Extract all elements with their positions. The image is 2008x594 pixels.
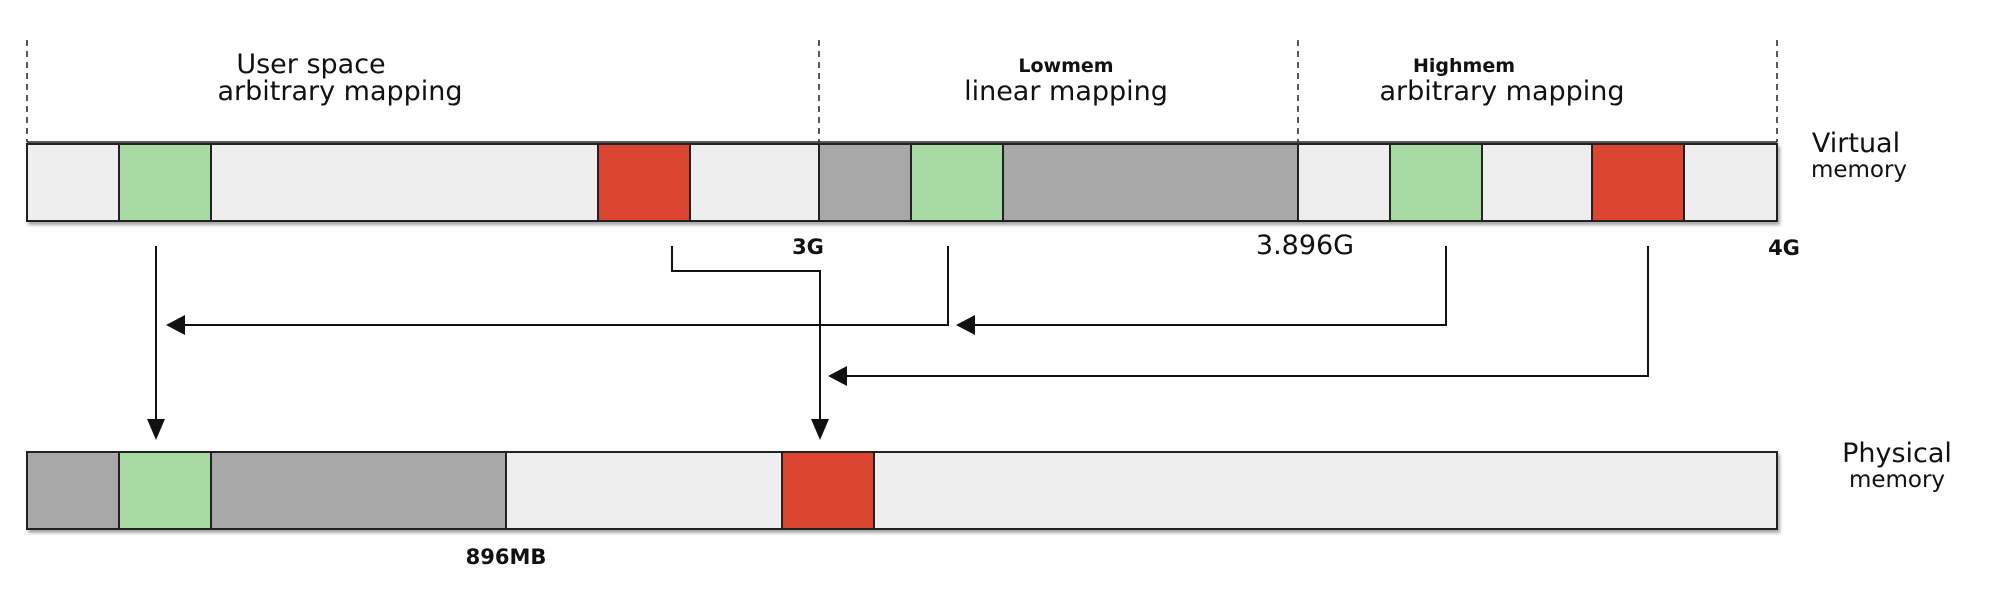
virtual-user-segment-light-1 [26,143,120,222]
physical-segment-light-2 [873,451,1778,530]
virtual-highmem-segment-light-1 [1297,143,1391,222]
tick-896mb: 896MB [466,545,547,569]
virtual-highmem-page-green [1389,143,1483,222]
connector-lowmem-green [185,246,949,326]
arrowhead-down-icon [147,419,165,440]
virtual-user-segment-light-3 [689,143,820,222]
virtual-memory-bar [26,143,1778,222]
tick-4g: 4G [1768,236,1800,260]
physical-segment-gray-1 [26,451,120,530]
virtual-user-segment-light-2 [210,143,599,222]
arrowhead-left-icon [828,366,847,386]
virtual-highmem-segment-light-3 [1683,143,1778,222]
physical-memory-label-line1: Physical [1842,438,1952,469]
virtual-lowmem-segment-gray-1 [818,143,912,222]
connector-highmem-green [975,246,1447,326]
mapping-connectors [147,246,1649,440]
virtual-highmem-segment-light-2 [1481,143,1593,222]
arrowhead-left-icon [956,315,975,335]
physical-page-red [781,451,875,530]
lowmem-subtitle: linear mapping [964,76,1168,107]
arrowhead-down-icon [811,419,829,440]
virtual-lowmem-page-green [910,143,1004,222]
virtual-highmem-page-red [1591,143,1685,222]
tick-3896g: 3.896G [1256,230,1354,261]
physical-memory-bar [26,451,1778,530]
physical-page-green [118,451,212,530]
region-brackets [26,40,1778,143]
physical-memory-label-line2: memory [1849,467,1945,493]
user-space-subtitle: arbitrary mapping [217,76,462,107]
virtual-user-page-red [597,143,691,222]
connector-user-red [671,246,821,420]
lowmem-title: Lowmem [1018,55,1113,77]
highmem-subtitle: arbitrary mapping [1379,76,1624,107]
physical-segment-light-1 [505,451,783,530]
virtual-lowmem-segment-gray-2 [1002,143,1299,222]
highmem-title: Highmem [1413,55,1515,77]
region-headings: User space arbitrary mapping Lowmem line… [217,49,1624,107]
user-space-title: User space [236,49,385,80]
connector-highmem-red [847,246,1649,377]
physical-segment-gray-2 [210,451,507,530]
virtual-user-page-green [118,143,212,222]
arrowhead-left-icon [166,315,185,335]
virtual-memory-label-line1: Virtual [1812,128,1900,159]
virtual-memory-label-line2: memory [1811,157,1907,183]
tick-3g: 3G [792,235,824,259]
